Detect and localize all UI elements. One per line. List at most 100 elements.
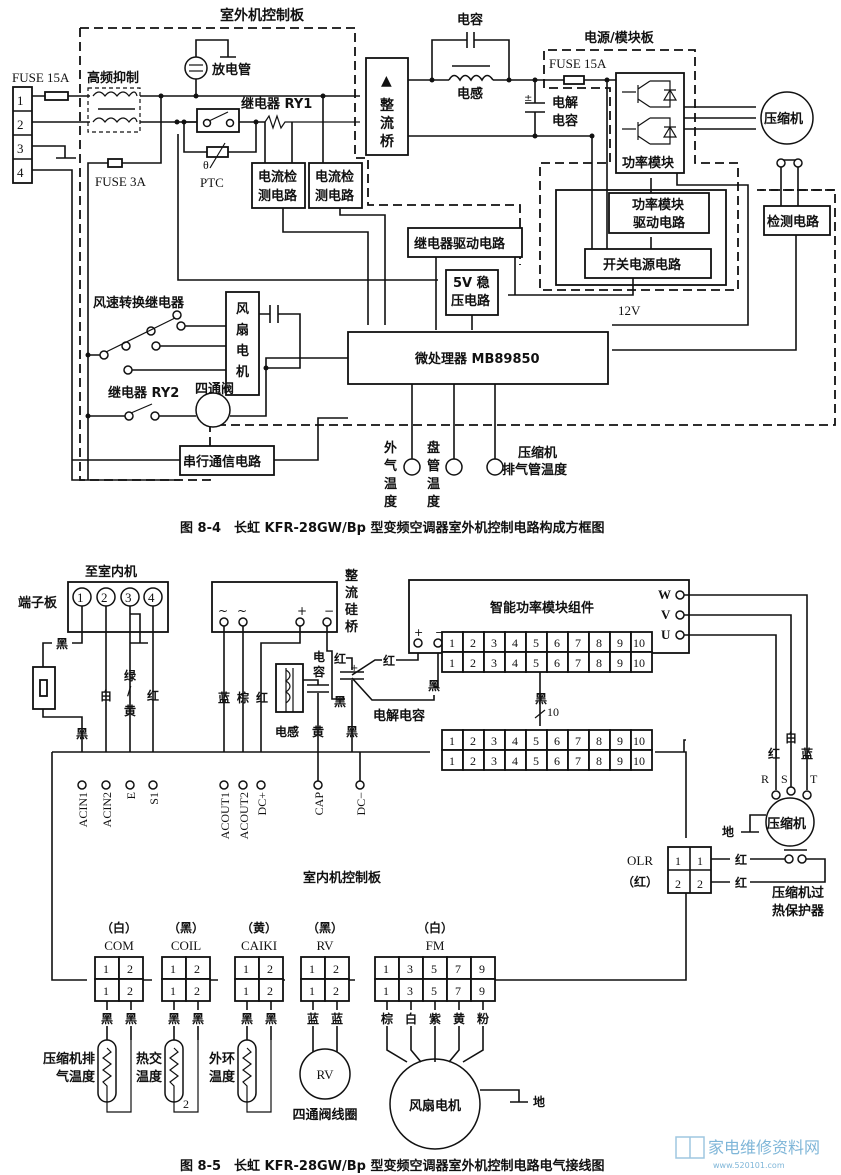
svg-text:红: 红: [147, 688, 159, 703]
relay-drive: [407, 227, 523, 258]
svg-text:黑: 黑: [76, 727, 88, 741]
fan-motor-label: 风扇电机: [409, 1098, 461, 1114]
svg-text:~: ~: [218, 604, 228, 618]
power-module-board-label: 电源/模块板: [584, 30, 655, 46]
svg-text:1: 1: [170, 984, 176, 998]
svg-text:热交: 热交: [136, 1051, 162, 1067]
ipm-bottom-pin-number: 7: [575, 734, 581, 748]
svg-text:~: ~: [237, 604, 247, 618]
discharge-tube-label: 放电管: [211, 62, 251, 78]
diode-icon: ▲: [381, 73, 392, 89]
hf-choke-outline: [87, 87, 141, 133]
svg-text:白: 白: [785, 730, 797, 745]
fan-motor: [225, 291, 260, 396]
svg-text:流: 流: [345, 585, 358, 601]
outdoor-board-label: 室外机控制板: [220, 7, 305, 24]
svg-text:度: 度: [384, 494, 398, 510]
ipm-bottom-pin-number: 8: [596, 754, 602, 768]
svg-text:5: 5: [431, 984, 437, 998]
terminal-1: 1: [17, 93, 24, 108]
svg-text:9: 9: [479, 962, 485, 976]
svg-text:红: 红: [768, 746, 780, 761]
ipm-top-pin-number: 9: [617, 656, 623, 670]
connector-row: （白）COM11黑22黑压缩机排气温度（黑）COIL11黑22黑热交温度2（黄）…: [43, 920, 545, 1150]
svg-text:地: 地: [533, 1094, 545, 1109]
12v-label: 12V: [618, 303, 641, 318]
svg-text:9: 9: [479, 984, 485, 998]
svg-text:测电路: 测电路: [258, 188, 298, 204]
relay-ry1-label: 继电器 RY1: [241, 96, 312, 112]
svg-text:电解: 电解: [552, 95, 578, 111]
ipm-bottom-pin-number: 7: [575, 754, 581, 768]
terminal-2: 2: [17, 117, 24, 132]
compressor-icon-2: [765, 797, 815, 847]
terminal-circles: 1 2 3 4: [72, 587, 163, 607]
svg-text:2: 2: [267, 962, 273, 976]
svg-text:黑: 黑: [346, 725, 358, 739]
svg-text:红: 红: [334, 651, 346, 666]
board-pin-terminal: [101, 780, 111, 790]
figure-8-5: 至室内机 端子板 1 2 3 4 黑 黑 白 绿 / 黄 红 整 流 硅 桥 ~…: [18, 564, 826, 1174]
ptc-label: PTC: [200, 175, 224, 190]
svg-text:机: 机: [236, 364, 249, 380]
wire-color: 棕: [380, 1011, 393, 1026]
connector-color: （白）: [101, 920, 137, 935]
svg-text:2: 2: [675, 877, 681, 891]
switching-psu: [584, 248, 712, 279]
svg-text:串行通信电路: 串行通信电路: [183, 454, 262, 470]
svg-text:压缩机: 压缩机: [767, 816, 806, 832]
fan-relay-contacts: [88, 310, 226, 375]
board-pin-terminal: [219, 780, 229, 790]
bus-wire-label: 黑: [535, 692, 547, 706]
svg-text:1: 1: [243, 984, 249, 998]
svg-text:1: 1: [243, 962, 249, 976]
ipm-bottom-pin-number: 3: [491, 754, 497, 768]
svg-text:整: 整: [344, 568, 359, 584]
svg-text:电流检: 电流检: [258, 169, 297, 185]
ipm-bottom-pin-number: 9: [617, 754, 623, 768]
svg-text:黑: 黑: [56, 637, 68, 651]
svg-text:2: 2: [194, 962, 200, 976]
svg-text:1: 1: [103, 984, 109, 998]
ipm-bottom-pin-number: 9: [617, 734, 623, 748]
board-pin-label: ACIN1: [76, 792, 90, 827]
thermistor-discharge-icon: [486, 458, 504, 476]
current-detect-1: [251, 162, 306, 209]
ipm-top-pin-number: 4: [512, 656, 518, 670]
svg-text:T: T: [810, 772, 818, 786]
svg-text:1: 1: [103, 962, 109, 976]
svg-text:−: −: [324, 604, 334, 618]
connector-name: CAIKI: [241, 938, 277, 953]
ipm-top-pin-number: 4: [512, 636, 518, 650]
svg-text:压电路: 压电路: [451, 293, 491, 309]
relay-ry2-contact-icon: [130, 403, 153, 414]
terminal-board-label: 端子板: [18, 595, 58, 611]
svg-text:整: 整: [379, 97, 395, 114]
svg-text:红: 红: [735, 852, 747, 867]
svg-text:压缩机过: 压缩机过: [772, 885, 824, 901]
wire-color: 黑: [265, 1012, 277, 1026]
svg-text:电容: 电容: [552, 113, 578, 129]
svg-text:温度: 温度: [136, 1069, 163, 1085]
fan-relay-label: 风速转换继电器: [93, 295, 185, 311]
ipm-top-pin-number: 2: [470, 636, 476, 650]
fuse-main-label: FUSE 15A: [12, 70, 70, 85]
inductor-icon: [448, 74, 494, 82]
svg-text:红: 红: [383, 653, 395, 668]
watermark: 家电维修资料网 www.520101.com: [675, 1136, 820, 1170]
board-pin-label: E: [124, 792, 138, 799]
indoor-board-label: 室内机控制板: [303, 870, 382, 886]
four-way-valve-icon: [195, 392, 231, 428]
mcu-label: 微处理器 MB89850: [414, 351, 540, 367]
svg-text:3: 3: [125, 590, 132, 605]
svg-text:风: 风: [236, 302, 249, 317]
thermistor-outdoor-icon: [403, 458, 421, 476]
fuse-15a-icon: [44, 91, 69, 101]
svg-text:电: 电: [313, 649, 325, 664]
svg-text:+: +: [350, 663, 358, 674]
